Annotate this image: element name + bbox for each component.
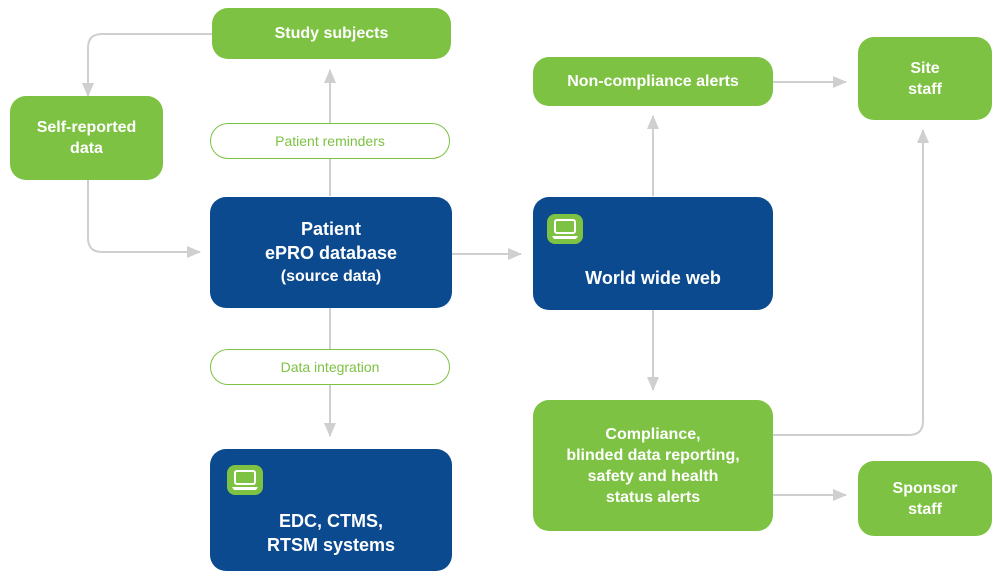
site-staff-label-line-2: staff: [908, 80, 942, 98]
epro-database-node: Patient ePRO database (source data): [210, 197, 452, 308]
study-subjects-label: Study subjects: [274, 25, 389, 42]
laptop-icon: [547, 214, 583, 244]
data-integration-label: Data integration: [280, 359, 380, 375]
laptop-icon: [227, 465, 263, 495]
epro-label-line-2: ePRO database: [264, 242, 398, 263]
world-wide-web-label: World wide web: [585, 268, 721, 288]
patient-reminders-label: Patient reminders: [275, 133, 385, 149]
self-reported-label-line-1: Self-reported: [36, 119, 137, 136]
arrow-compliance-to-site: [773, 129, 929, 436]
sponsor-staff-label-line-1: Sponsor: [892, 479, 958, 497]
self-reported-label-line-2: data: [70, 140, 103, 157]
compliance-label-line-3: safety and health: [587, 467, 719, 485]
compliance-label-line-2: blinded data reporting,: [566, 446, 740, 464]
patient-reminders-pill: Patient reminders: [210, 123, 450, 159]
site-staff-node: Site staff: [858, 37, 992, 120]
arrow-study-to-self-reported: [82, 33, 212, 97]
site-staff-label-line-1: Site: [910, 59, 940, 77]
sponsor-staff-label-line-2: staff: [908, 500, 942, 518]
non-compliance-label: Non-compliance alerts: [567, 73, 739, 90]
sponsor-staff-node: Sponsor staff: [858, 461, 992, 536]
study-subjects-node: Study subjects: [212, 8, 451, 59]
epro-label-line-1: Patient: [300, 218, 361, 239]
edc-ctms-rtsm-node: EDC, CTMS, RTSM systems: [210, 449, 452, 571]
arrow-self-reported-to-epro: [87, 180, 201, 258]
self-reported-data-node: Self-reported data: [10, 96, 163, 180]
compliance-label-line-4: status alerts: [605, 488, 701, 506]
data-integration-pill: Data integration: [210, 349, 450, 385]
epro-label-line-3: (source data): [280, 267, 382, 285]
non-compliance-alerts-node: Non-compliance alerts: [533, 57, 773, 106]
edc-label-line-2: RTSM systems: [266, 535, 396, 555]
compliance-label-line-1: Compliance,: [605, 425, 701, 443]
compliance-reporting-node: Compliance, blinded data reporting, safe…: [533, 400, 773, 531]
edc-label-line-1: EDC, CTMS,: [278, 511, 383, 531]
